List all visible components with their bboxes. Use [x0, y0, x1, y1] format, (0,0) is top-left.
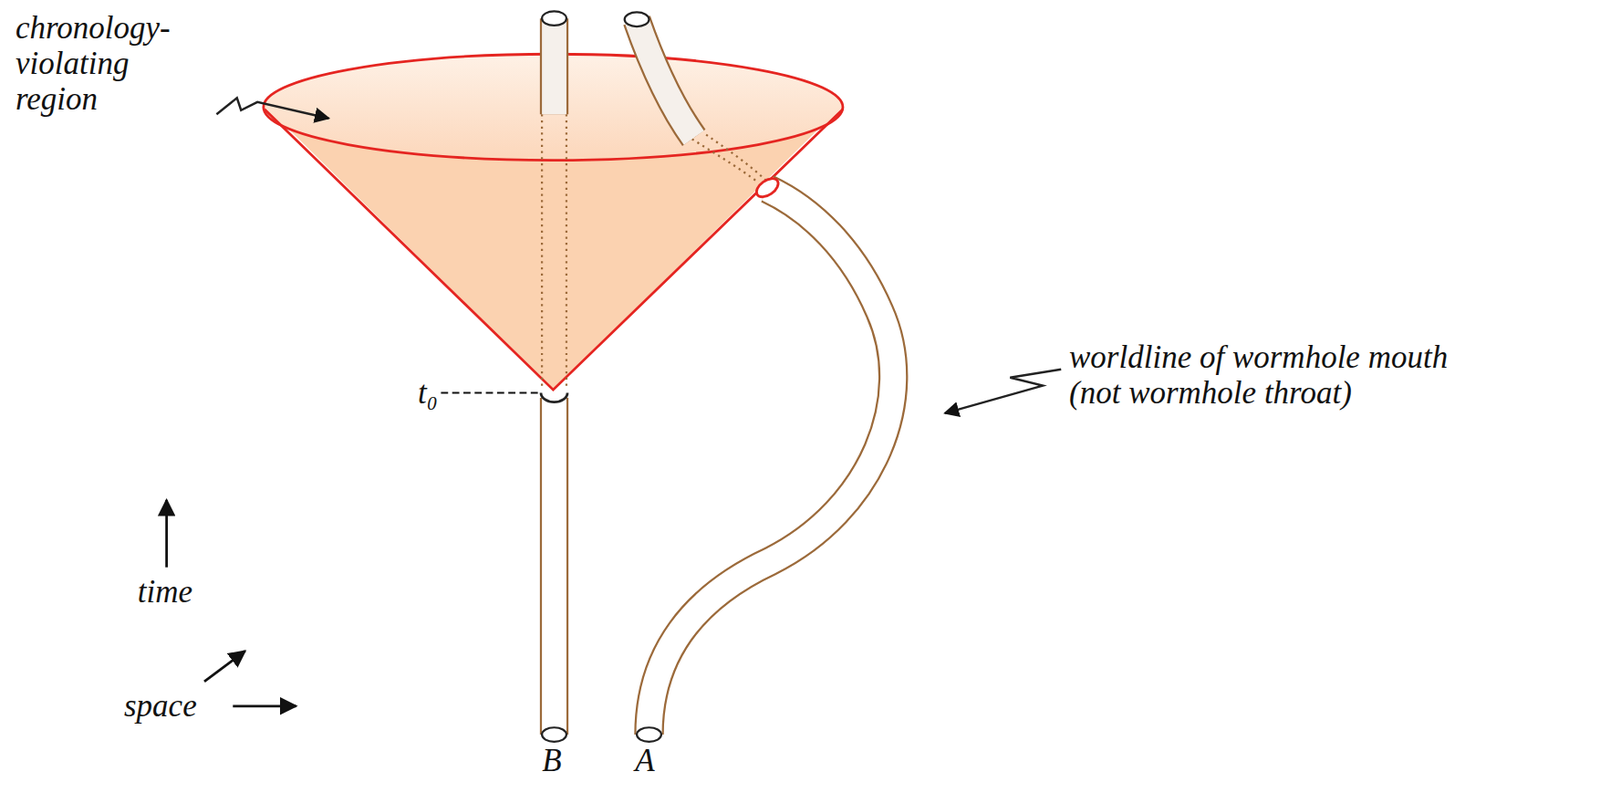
- tube-a-lower: [649, 188, 894, 735]
- tube-a-upper: [636, 20, 695, 138]
- tube-b-upper: [541, 18, 567, 115]
- t0-marker: [440, 391, 539, 394]
- tube-end: [541, 10, 567, 26]
- axis-label: space: [124, 687, 198, 724]
- tube-end: [541, 727, 567, 742]
- region-label: chronology-violating region: [15, 10, 196, 118]
- leader-line: [945, 369, 1061, 414]
- worldline-label: worldline of wormhole mouth (not wormhol…: [1069, 339, 1472, 411]
- tube-b-cut: [540, 392, 568, 402]
- tube-end: [624, 11, 650, 27]
- tube-a-lower: [649, 188, 894, 735]
- cone-edge: [264, 109, 843, 390]
- tube-end: [636, 727, 662, 742]
- tube-b-lower: [541, 394, 567, 735]
- time-marker-label: t₀: [417, 374, 438, 411]
- time-arrow: [165, 499, 168, 568]
- axis-label: time: [137, 573, 193, 610]
- tube-mouth: [753, 175, 782, 201]
- mouth-label: B: [541, 742, 562, 779]
- mouth-label: A: [634, 742, 655, 779]
- tube-a-upper: [636, 20, 695, 138]
- space-arrow: [204, 650, 246, 682]
- space-arrow: [232, 704, 296, 707]
- leader-line: [216, 97, 329, 118]
- tube-b-upper: [540, 18, 569, 115]
- hidden-tube: [541, 114, 776, 388]
